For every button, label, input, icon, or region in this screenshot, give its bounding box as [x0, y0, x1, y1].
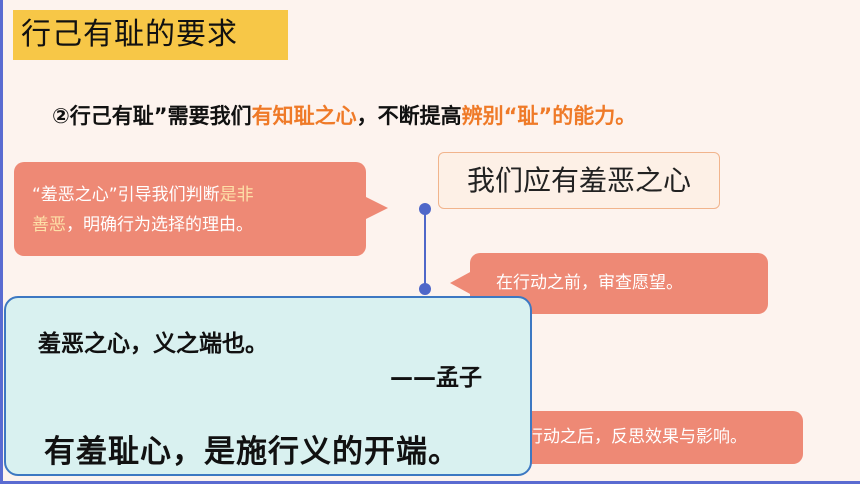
bubble-shame-guides-judgment: “羞恶之心”引导我们判断是非善恶，明确行为选择的理由。 — [14, 162, 388, 256]
quote-line2: 有羞耻心，是施行义的开端。 — [44, 434, 460, 470]
bubble-left-highlight-good-evil: 善恶 — [32, 215, 66, 235]
connector-dot-top — [419, 203, 431, 215]
headline-highlight-heart: 有知耻之心 — [251, 104, 357, 128]
bubble-left-tail — [364, 196, 388, 220]
heading-box: 我们应有羞恶之心 — [438, 152, 720, 209]
bubble-after-text: 行动之后，反思效果与影响。 — [526, 427, 747, 447]
headline-period: 。 — [615, 104, 637, 128]
bubble-left-text1: “羞恶之心”引导我们判断 — [32, 185, 220, 205]
quote-attribution: ——孟子 — [390, 365, 482, 391]
bubble-left-highlight-right-wrong: 是非 — [219, 185, 254, 205]
quote-line1: 羞恶之心，义之端也。 — [38, 331, 268, 357]
bubble-after-action: 行动之后，反思效果与影响。 — [500, 411, 803, 464]
mencius-quote-card: 羞恶之心，义之端也。 ——孟子 有羞耻心，是施行义的开端。 — [4, 296, 532, 476]
bubble-before-text: 在行动之前，审查愿望。 — [496, 273, 683, 293]
headline-highlight-ability: 辨别“耻”的能力 — [461, 104, 616, 128]
connector-dot-bottom — [419, 283, 431, 295]
left-border-line — [0, 0, 3, 484]
bottom-border-line — [0, 481, 860, 484]
bubble-before-tail — [450, 271, 472, 295]
bubble-left-text2: ，明确行为选择的理由。 — [66, 215, 253, 235]
connector-line — [424, 208, 426, 288]
headline-part1: ②行己有耻”需要我们 — [52, 104, 252, 128]
headline: ②行己有耻”需要我们有知耻之心，不断提高辨别“耻”的能力。 — [52, 100, 636, 130]
headline-part3: ，不断提高 — [356, 104, 462, 128]
slide-title: 行己有耻的要求 — [13, 10, 288, 60]
